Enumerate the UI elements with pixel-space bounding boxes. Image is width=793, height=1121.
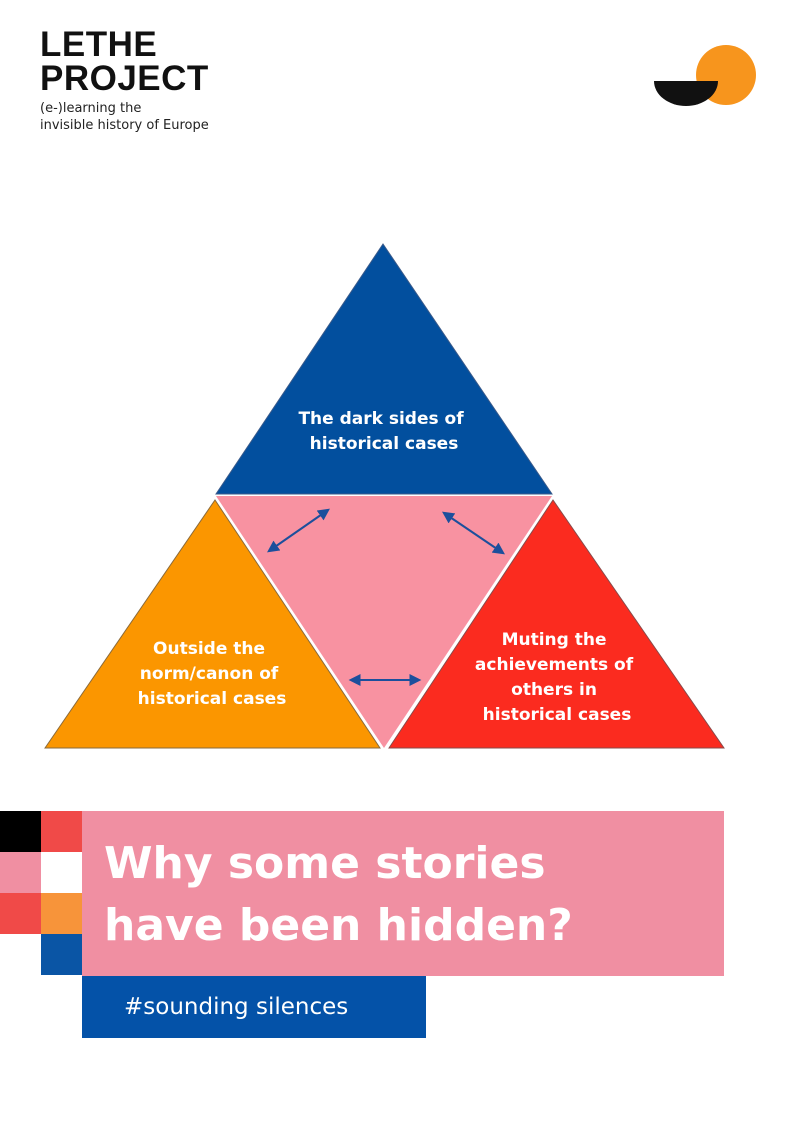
title-banner: Why some stories have been hidden? <box>82 811 724 976</box>
pixel-block <box>0 893 41 934</box>
arrow-top-right <box>442 511 505 555</box>
brand-mark-icon <box>654 45 756 106</box>
top-label-line-2: historical cases <box>310 434 459 454</box>
right-label-line-2: achievements of <box>475 655 634 675</box>
top-label-line-1: The dark sides of <box>298 409 464 429</box>
pixel-block <box>41 893 82 934</box>
tagline-line-1: (e-)learning the <box>40 101 142 116</box>
right-label-line-4: historical cases <box>483 705 632 725</box>
banner-title-line-2: have been hidden? <box>104 900 573 951</box>
left-triangle-label: Outside the norm/canon of historical cas… <box>138 639 287 709</box>
hashtag-label: #sounding silences <box>82 976 426 1038</box>
pixel-block <box>0 934 41 975</box>
logo-line-lethe: LETHE <box>40 25 158 64</box>
banner-title-line-1: Why some stories <box>104 838 546 889</box>
logo-tagline: (e-)learning the invisible history of Eu… <box>40 100 209 134</box>
pixel-block <box>41 811 82 852</box>
pixel-block <box>0 852 41 893</box>
logo-line-project: PROJECT <box>40 59 209 98</box>
pixel-block <box>41 934 82 975</box>
left-label-line-3: historical cases <box>138 689 287 709</box>
center-triangle <box>216 496 552 748</box>
logo-title: LETHE PROJECT <box>40 25 209 98</box>
top-triangle <box>215 243 553 495</box>
left-label-line-1: Outside the <box>153 639 265 659</box>
pixel-block <box>41 852 82 893</box>
pixel-block <box>0 811 41 852</box>
right-triangle <box>388 499 725 749</box>
triangle-diagram: The dark sides of historical cases Outsi… <box>44 243 725 749</box>
top-triangle-label: The dark sides of historical cases <box>298 409 469 454</box>
left-triangle <box>44 499 381 749</box>
arrow-top-left <box>267 508 330 553</box>
left-label-line-2: norm/canon of <box>140 664 279 684</box>
brand-mark-black-half <box>654 81 718 106</box>
right-triangle-label: Muting the achievements of others in his… <box>475 630 639 725</box>
right-label-line-1: Muting the <box>502 630 607 650</box>
right-label-line-3: others in <box>511 680 597 700</box>
tagline-line-2: invisible history of Europe <box>40 118 209 133</box>
